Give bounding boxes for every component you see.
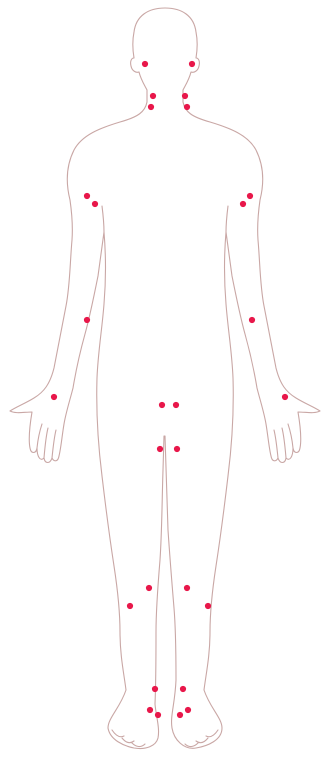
marker-knee-left-outer — [127, 603, 133, 609]
marker-jaw-left — [142, 61, 148, 67]
right-toes — [185, 730, 218, 747]
marker-groin-right-lower — [174, 446, 180, 452]
marker-knee-left-inner — [146, 585, 152, 591]
marker-ankle-left-upper — [152, 686, 158, 692]
marker-ankle-left-outer — [147, 707, 153, 713]
body-outline — [10, 8, 320, 749]
left-arm-inner-line — [102, 206, 104, 232]
marker-ankle-right-inner — [177, 712, 183, 718]
marker-elbow-right — [249, 317, 255, 323]
marker-ankle-right-outer — [185, 707, 191, 713]
marker-knee-right-inner — [184, 585, 190, 591]
marker-neck-left-lower — [148, 104, 154, 110]
lymph-node-markers — [51, 61, 288, 718]
marker-neck-right-lower — [184, 104, 190, 110]
marker-ankle-right-upper — [180, 686, 186, 692]
body-silhouette — [10, 8, 320, 749]
marker-neck-right-upper — [182, 93, 188, 99]
marker-elbow-left — [84, 317, 90, 323]
marker-jaw-right — [189, 61, 195, 67]
marker-wrist-left — [51, 394, 57, 400]
marker-shoulder-right-outer — [247, 193, 253, 199]
marker-ankle-left-inner — [155, 712, 161, 718]
marker-neck-left-upper — [150, 93, 156, 99]
left-toes — [112, 730, 145, 747]
marker-groin-left-upper — [159, 402, 165, 408]
marker-shoulder-left-outer — [84, 193, 90, 199]
marker-groin-left-lower — [157, 446, 163, 452]
right-fingers — [274, 424, 293, 458]
marker-shoulder-right-inner — [240, 201, 246, 207]
marker-shoulder-left-inner — [92, 201, 98, 207]
right-arm-inner-line — [226, 206, 228, 232]
marker-knee-right-outer — [205, 603, 211, 609]
marker-wrist-right — [282, 394, 288, 400]
left-fingers — [37, 424, 56, 458]
marker-groin-right-upper — [173, 402, 179, 408]
